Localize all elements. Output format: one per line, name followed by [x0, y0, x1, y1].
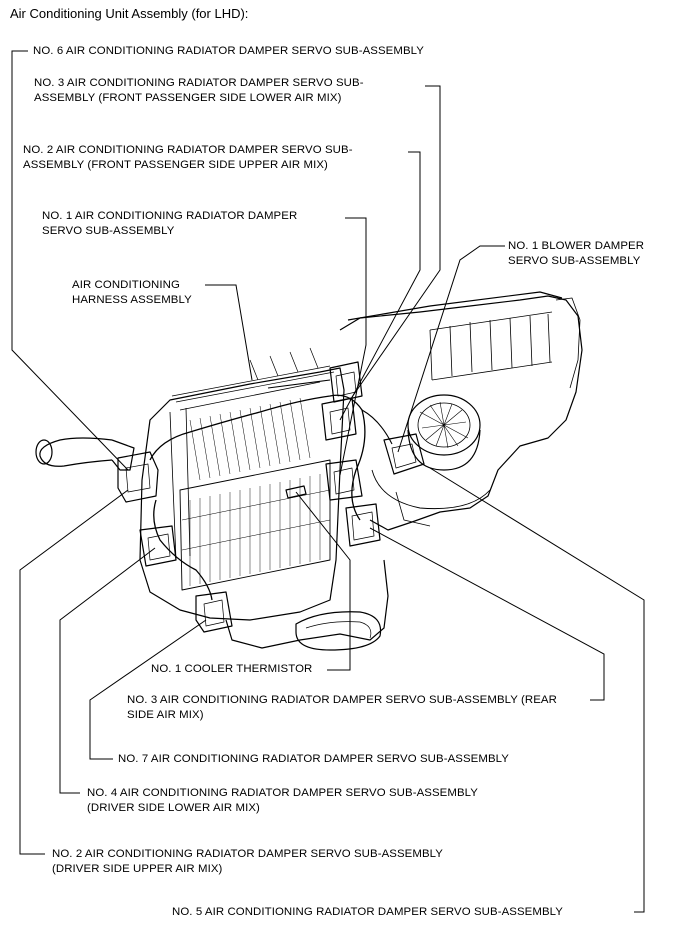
servo-no1 [325, 459, 363, 501]
callout-servo6: NO. 6 AIR CONDITIONING RADIATOR DAMPER S… [33, 45, 424, 57]
callout-blower-servo: NO. 1 BLOWER DAMPER SERVO SUB-ASSEMBLY [508, 240, 645, 267]
servo-no7 [195, 591, 233, 633]
callout-harness: AIR CONDITIONING HARNESS ASSEMBLY [72, 279, 192, 306]
callout-servo2-front-passenger: NO. 2 AIR CONDITIONING RADIATOR DAMPER S… [23, 144, 353, 171]
callout-servo5: NO. 5 AIR CONDITIONING RADIATOR DAMPER S… [172, 906, 563, 918]
callout-servo1: NO. 1 AIR CONDITIONING RADIATOR DAMPER S… [42, 210, 298, 237]
refrigerant-pipe [39, 437, 113, 467]
servo-no2-driver [139, 525, 177, 567]
cooler-thermistor [285, 485, 307, 499]
leader-lines [11, 50, 645, 913]
callout-servo4-driver: NO. 4 AIR CONDITIONING RADIATOR DAMPER S… [87, 787, 478, 814]
callout-servo7: NO. 7 AIR CONDITIONING RADIATOR DAMPER S… [118, 753, 509, 765]
diagram-title: Air Conditioning Unit Assembly (for LHD)… [10, 6, 249, 21]
housing-outline [339, 295, 583, 531]
servo-no6 [117, 451, 159, 503]
servo-no3-rear [345, 503, 381, 547]
blower-servo-no1 [383, 433, 425, 475]
wire-harness [149, 394, 366, 521]
callout-servo2-driver: NO. 2 AIR CONDITIONING RADIATOR DAMPER S… [52, 848, 443, 875]
lower-duct-opening [295, 611, 382, 651]
callout-cooler-thermistor: NO. 1 COOLER THERMISTOR [151, 663, 313, 675]
callout-servo3-front-passenger: NO. 3 AIR CONDITIONING RADIATOR DAMPER S… [34, 77, 364, 104]
heater-housing [139, 367, 345, 621]
blower-wheel [407, 394, 481, 456]
servo-no2-fp [321, 397, 357, 441]
callout-servo3-rear: NO. 3 AIR CONDITIONING RADIATOR DAMPER S… [127, 694, 557, 721]
